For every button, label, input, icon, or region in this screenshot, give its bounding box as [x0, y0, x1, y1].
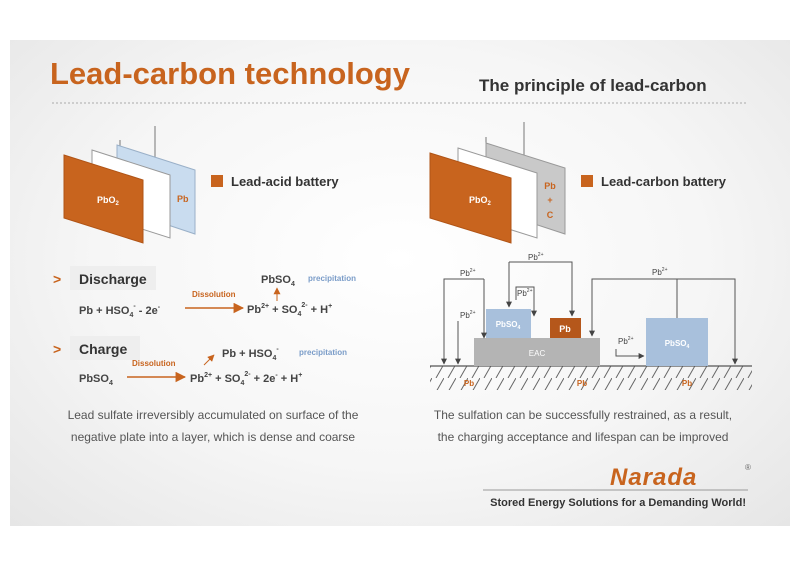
lead-carbon-label: Lead-carbon battery [601, 174, 727, 189]
page-title: Lead-carbon technology [50, 56, 411, 91]
svg-text:PbO2: PbO2 [469, 195, 492, 207]
pbo2-label: PbO [97, 195, 116, 205]
ion-label-5: Pb2+ [652, 267, 668, 277]
charge-reactant: PbSO4 [79, 373, 113, 387]
pb-c-label-2: + [547, 195, 552, 205]
lead-carbon-marker [581, 175, 593, 187]
eac-label: EAC [529, 349, 546, 358]
right-caption-line1: The sulfation can be successfully restra… [434, 408, 732, 422]
charge-product-top: Pb + HSO4- [222, 346, 279, 362]
lead-acid-label: Lead-acid battery [231, 174, 339, 189]
ion-label-4: Pb2+ [460, 310, 476, 320]
charge-diag-arrow [203, 354, 215, 366]
charge-label: Charge [79, 341, 127, 357]
discharge-section: > Discharge Pb + HSO4- - 2e- Dissolution… [53, 266, 356, 319]
page-subtitle: The principle of lead-carbon [479, 76, 707, 95]
charge-marker: > [53, 341, 61, 357]
ion-label-6: Pb2+ [618, 336, 634, 346]
discharge-reactants: Pb + HSO4- - 2e- [79, 303, 161, 319]
ion-label-1: Pb2+ [460, 268, 476, 278]
left-caption-line2: negative plate into a layer, which is de… [71, 430, 356, 444]
discharge-marker: > [53, 271, 61, 287]
charge-products: Pb2+ + SO42- + 2e- + H+ [190, 371, 302, 387]
lead-acid-plates: PbO2 Pb [63, 126, 196, 244]
eac-block [474, 338, 600, 366]
pbso4-label-left: PbSO [496, 320, 518, 329]
ground-pb-1: Pb [464, 379, 474, 388]
discharge-label: Discharge [79, 271, 147, 287]
svg-text:PbO2: PbO2 [97, 195, 120, 207]
ion-label-2: Pb2+ [528, 252, 544, 262]
right-caption-line2: the charging acceptance and lifespan can… [438, 430, 729, 444]
lead-acid-marker [211, 175, 223, 187]
left-caption-line1: Lead sulfate irreversibly accumulated on… [68, 408, 359, 422]
ground-pb-2: Pb [577, 379, 587, 388]
pbo2-label-right: PbO [469, 195, 488, 205]
mechanism-diagram: EAC PbSO4 Pb PbSO4 Pb2+ Pb2+ Pb2+ Pb2+ P… [430, 252, 752, 390]
pbo2-plate-right [429, 152, 512, 244]
pb-block [550, 318, 581, 338]
pbso4-label-right: PbSO [665, 339, 687, 348]
discharge-products: Pb2+ + SO42- + H+ [247, 302, 332, 318]
charge-arrow-label: Dissolution [132, 359, 176, 368]
pb-c-label-3: C [547, 210, 554, 220]
pbso4-block-left [486, 309, 531, 338]
charge-precipitation: precipitation [299, 348, 347, 357]
lead-carbon-plates: PbO2 Pb + C [429, 122, 566, 244]
pbo2-plate [63, 154, 144, 244]
discharge-product-top: PbSO4 [261, 274, 295, 288]
brand-tagline: Stored Energy Solutions for a Demanding … [490, 497, 746, 509]
pb-c-label-1: Pb [544, 181, 556, 191]
narada-logo: Narada ® [610, 463, 751, 491]
logo-text: Narada [610, 464, 697, 491]
pb-label: Pb [177, 194, 189, 204]
discharge-precipitation: precipitation [308, 274, 356, 283]
pb-block-label: Pb [559, 324, 571, 334]
discharge-arrow-label: Dissolution [192, 290, 236, 299]
svg-text:PbSO4: PbSO4 [496, 320, 521, 331]
ground-pb-3: Pb [682, 379, 692, 388]
svg-text:PbSO4: PbSO4 [665, 339, 690, 350]
pbso4-block-right [646, 318, 708, 366]
charge-section: > Charge PbSO4 Dissolution Pb + HSO4- pr… [53, 336, 347, 387]
logo-registered: ® [745, 463, 751, 472]
ion-label-3: Pb2+ [517, 288, 533, 298]
